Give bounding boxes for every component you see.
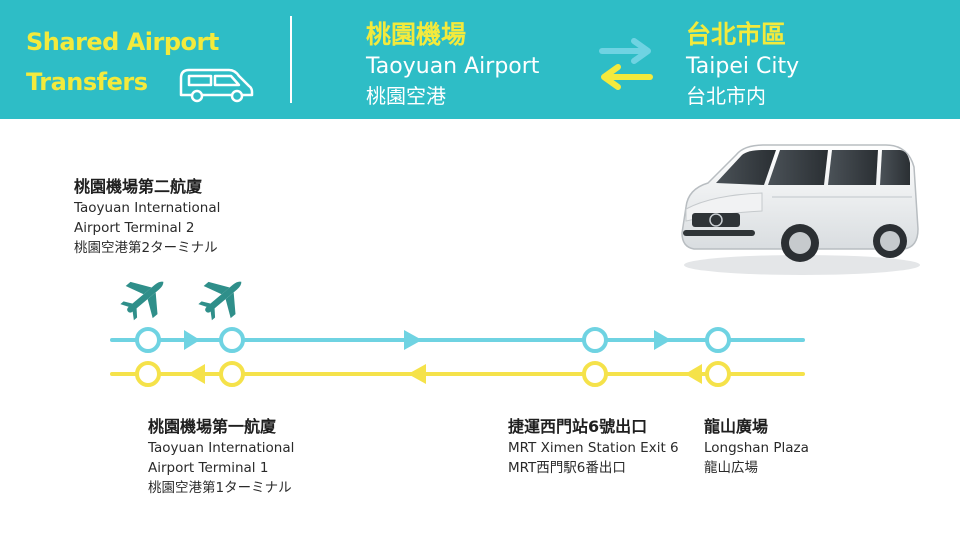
stop-marker-longshan	[705, 327, 731, 353]
brand-line-1: Shared Airport	[26, 28, 219, 56]
stop-label-ximen: 捷運西門站6號出口 MRT Ximen Station Exit 6 MRT西門…	[508, 416, 679, 478]
stop-t1-en-1: Taoyuan International	[148, 440, 295, 456]
stop-t2-zh: 桃園機場第二航廈	[74, 177, 203, 196]
stop-t1-en-2: Airport Terminal 1	[148, 460, 269, 476]
stop-marker-ximen	[582, 327, 608, 353]
van-outline-icon	[179, 68, 254, 103]
origin-zh: 桃園機場	[366, 20, 467, 49]
outbound-arrow	[654, 330, 671, 350]
origin-ja: 桃園空港	[366, 84, 446, 108]
origin-en: Taoyuan Airport	[366, 54, 540, 79]
stop-marker-longshan	[705, 361, 731, 387]
stop-t2-en-1: Taoyuan International	[74, 200, 221, 216]
destination-en: Taipei City	[686, 54, 800, 79]
airplane-icon	[198, 281, 242, 321]
stop-label-t1: 桃園機場第一航廈 Taoyuan International Airport T…	[148, 416, 294, 498]
stop-marker-ximen	[582, 361, 608, 387]
stop-label-t2: 桃園機場第二航廈 Taoyuan International Airport T…	[74, 176, 220, 258]
stop-label-longshan: 龍山廣場 Longshan Plaza 龍山広場	[704, 416, 809, 478]
return-arrow	[408, 364, 426, 384]
return-arrow	[685, 364, 702, 384]
header-divider	[290, 16, 292, 103]
van-image	[681, 144, 920, 275]
outbound-arrow	[184, 330, 200, 350]
swap-arrows-icon	[599, 38, 653, 90]
header-banner: Shared Airport Transfers 桃園機場 Taoyuan Ai…	[0, 0, 960, 119]
stop-t1-ja: 桃園空港第1ターミナル	[148, 480, 292, 496]
stop-marker-t2	[219, 361, 245, 387]
brand-title: Shared Airport Transfers	[26, 22, 219, 102]
stop-t1-zh: 桃園機場第一航廈	[148, 417, 277, 436]
destination-ja: 台北市内	[686, 84, 766, 108]
outbound-arrow	[404, 330, 422, 350]
stop-t2-ja: 桃園空港第2ターミナル	[74, 240, 218, 256]
brand-line-2: Transfers	[26, 68, 148, 96]
stop-longshan-ja: 龍山広場	[704, 460, 758, 476]
destination-zh: 台北市區	[686, 20, 787, 49]
stop-marker-t1	[135, 327, 161, 353]
stop-longshan-zh: 龍山廣場	[704, 417, 769, 436]
stop-marker-t2	[219, 327, 245, 353]
stop-t2-en-2: Airport Terminal 2	[74, 220, 195, 236]
airplane-icon	[120, 281, 164, 321]
return-arrow	[188, 364, 205, 384]
stop-ximen-en: MRT Ximen Station Exit 6	[508, 440, 679, 456]
stop-longshan-en: Longshan Plaza	[704, 440, 809, 456]
origin-block: 桃園機場 Taoyuan Airport 桃園空港	[366, 18, 539, 110]
destination-block: 台北市區 Taipei City 台北市内	[686, 18, 799, 110]
stop-marker-t1	[135, 361, 161, 387]
stop-ximen-zh: 捷運西門站6號出口	[508, 417, 648, 436]
stop-ximen-ja: MRT西門駅6番出口	[508, 460, 626, 476]
